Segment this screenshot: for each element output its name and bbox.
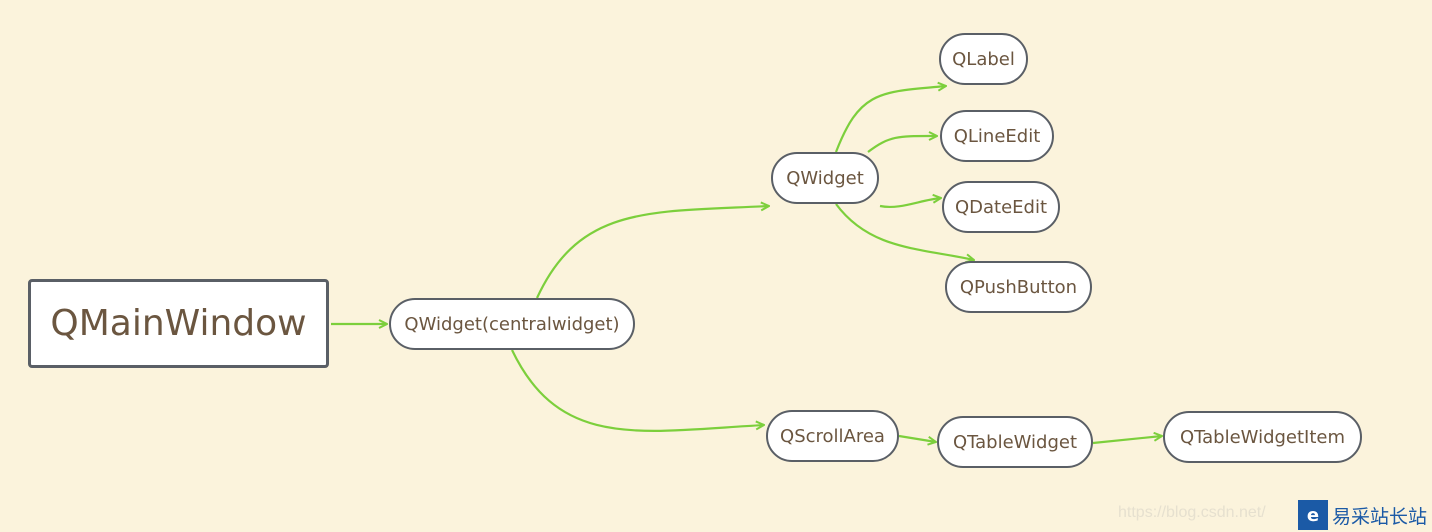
node-qmainwindow: QMainWindow <box>28 279 329 368</box>
edge-tablewidget-item <box>1092 436 1162 445</box>
edge-widget-lineedit <box>867 136 937 153</box>
node-qlabel: QLabel <box>939 33 1028 85</box>
watermark-logo-text: 易采站长站 <box>1332 505 1428 528</box>
watermark-logo: e 易采站长站 <box>1298 498 1432 532</box>
watermark-url: https://blog.csdn.net/ <box>1118 504 1266 521</box>
node-qlineedit: QLineEdit <box>940 110 1054 162</box>
edge-widget-dateedit <box>879 198 941 208</box>
edge-widget-pushbutton <box>835 203 974 260</box>
node-qwidget: QWidget <box>771 152 879 204</box>
edge-central-widget <box>536 206 769 299</box>
node-qscrollarea: QScrollArea <box>766 410 899 462</box>
edge-widget-label <box>834 86 946 153</box>
edge-scrollarea-tablewidget <box>898 434 936 442</box>
node-qtablewidget: QTableWidget <box>937 416 1093 468</box>
node-qdateedit: QDateEdit <box>942 181 1060 233</box>
logo-icon: e <box>1298 500 1328 530</box>
edge-central-scrollarea <box>511 349 764 432</box>
node-qtablewidgetitem: QTableWidgetItem <box>1163 411 1362 463</box>
node-qwidget-centralwidget: QWidget(centralwidget) <box>389 298 635 350</box>
node-qpushbutton: QPushButton <box>945 261 1092 313</box>
